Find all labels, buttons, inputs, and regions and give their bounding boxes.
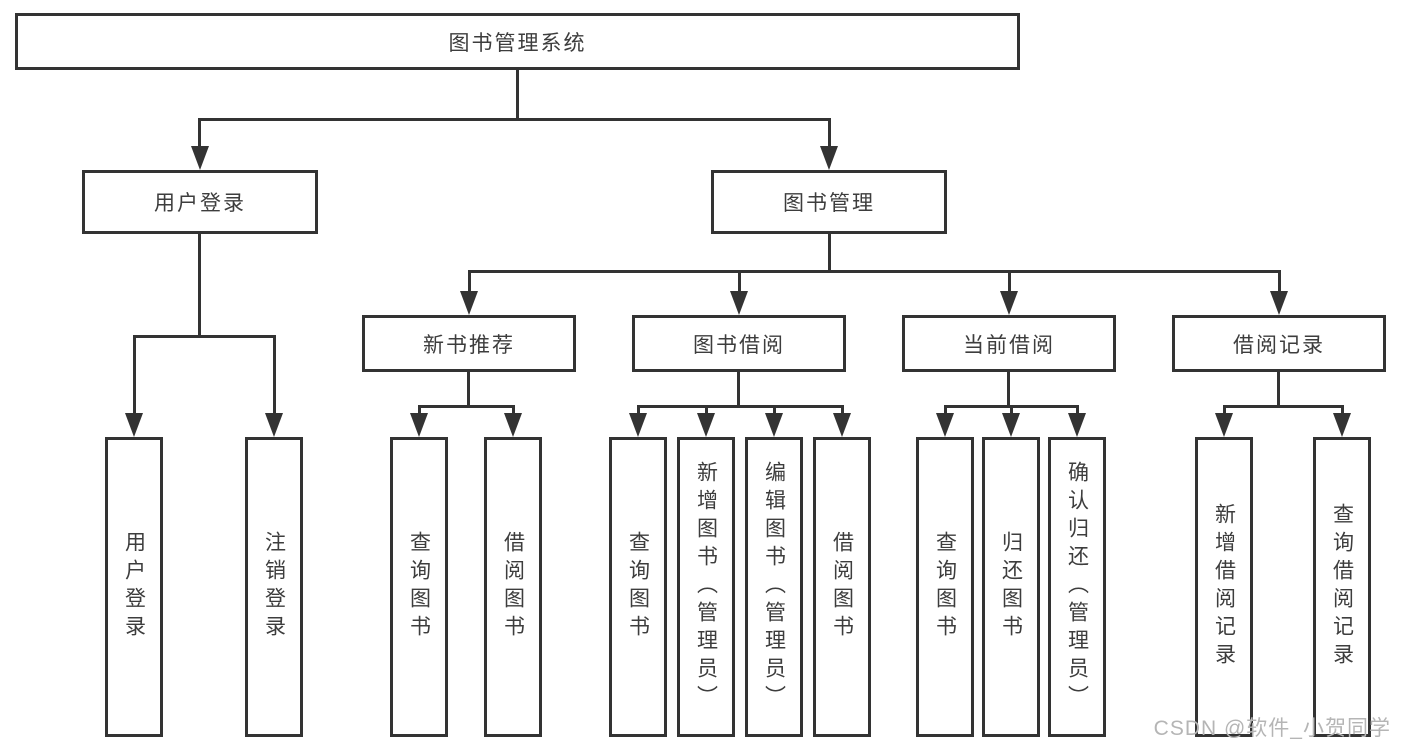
connector-borrow-query-drop: [637, 405, 640, 418]
arrow-to-new-books-borrow: [504, 413, 522, 437]
connector-current-return-drop: [1010, 405, 1013, 418]
connector-root-branch: [199, 118, 830, 121]
arrow-to-current-confirm: [1068, 413, 1086, 437]
connector-borrow-edit-drop: [773, 405, 776, 418]
connector-new-books-drop: [468, 270, 471, 295]
connector-leaf-user-login-drop: [133, 335, 136, 416]
connector-new-books-query-drop: [418, 405, 421, 418]
connector-new-books-stem: [467, 372, 470, 407]
leaf-records-query: 查询借阅记录: [1313, 437, 1371, 737]
leaf-borrow-query: 查询图书: [609, 437, 667, 737]
connector-current-confirm-drop: [1076, 405, 1079, 418]
arrow-to-current-return: [1002, 413, 1020, 437]
leaf-logout: 注销登录: [245, 437, 303, 737]
arrow-to-borrow-edit: [765, 413, 783, 437]
node-book-borrowing: 图书借阅: [632, 315, 846, 372]
connector-new-books-branch: [418, 405, 515, 408]
connector-borrow-records-drop: [1278, 270, 1281, 295]
connector-book-management-drop: [828, 118, 831, 150]
leaf-current-query: 查询图书: [916, 437, 974, 737]
arrow-to-new-books: [460, 291, 478, 315]
connector-records-query-drop: [1341, 405, 1344, 418]
leaf-current-return: 归还图书: [982, 437, 1040, 737]
leaf-borrow-add-admin: 新增图书（管理员）: [677, 437, 735, 737]
connector-book-borrow-stem: [737, 372, 740, 407]
connector-borrow-records-branch: [1223, 405, 1344, 408]
node-borrowing-records: 借阅记录: [1172, 315, 1386, 372]
arrow-to-current-query: [936, 413, 954, 437]
leaf-records-add: 新增借阅记录: [1195, 437, 1253, 737]
leaf-borrow-borrow: 借阅图书: [813, 437, 871, 737]
connector-current-borrow-drop: [1008, 270, 1011, 295]
arrow-to-borrow-borrow: [833, 413, 851, 437]
connector-borrow-records-stem: [1277, 372, 1280, 407]
arrow-to-borrow-records: [1270, 291, 1288, 315]
connector-borrow-borrow-drop: [841, 405, 844, 418]
arrow-to-new-books-query: [410, 413, 428, 437]
connector-user-login-drop: [198, 118, 201, 150]
arrow-to-leaf-user-login: [125, 413, 143, 437]
leaf-new-books-borrow: 借阅图书: [484, 437, 542, 737]
connector-borrow-add-drop: [705, 405, 708, 418]
connector-user-login-branch: [133, 335, 276, 338]
leaf-current-confirm-return-admin: 确认归还（管理员）: [1048, 437, 1106, 737]
arrow-to-user-login: [191, 146, 209, 170]
connector-book-borrow-branch: [637, 405, 844, 408]
node-user-login: 用户登录: [82, 170, 318, 234]
arrow-to-current-borrow: [1000, 291, 1018, 315]
arrow-to-borrow-add: [697, 413, 715, 437]
connector-book-management-stem: [828, 234, 831, 272]
arrow-to-records-add: [1215, 413, 1233, 437]
leaf-new-books-query: 查询图书: [390, 437, 448, 737]
arrow-to-book-borrow: [730, 291, 748, 315]
node-new-book-recommendation: 新书推荐: [362, 315, 576, 372]
arrow-to-records-query: [1333, 413, 1351, 437]
connector-leaf-logout-drop: [273, 335, 276, 416]
arrow-to-borrow-query: [629, 413, 647, 437]
arrow-to-leaf-logout: [265, 413, 283, 437]
connector-book-management-branch: [468, 270, 1281, 273]
connector-current-query-drop: [944, 405, 947, 418]
connector-current-borrow-stem: [1007, 372, 1010, 407]
node-current-borrowing: 当前借阅: [902, 315, 1116, 372]
arrow-to-book-management: [820, 146, 838, 170]
leaf-borrow-edit-admin: 编辑图书（管理员）: [745, 437, 803, 737]
connector-book-borrow-drop: [738, 270, 741, 295]
connector-root-stem: [516, 70, 519, 120]
node-library-management-system: 图书管理系统: [15, 13, 1020, 70]
connector-new-books-borrow-drop: [512, 405, 515, 418]
connector-user-login-stem: [198, 234, 201, 337]
connector-records-add-drop: [1223, 405, 1226, 418]
leaf-user-login: 用户登录: [105, 437, 163, 737]
node-book-management: 图书管理: [711, 170, 947, 234]
csdn-watermark: CSDN @软件_小贺同学: [1153, 717, 1391, 740]
